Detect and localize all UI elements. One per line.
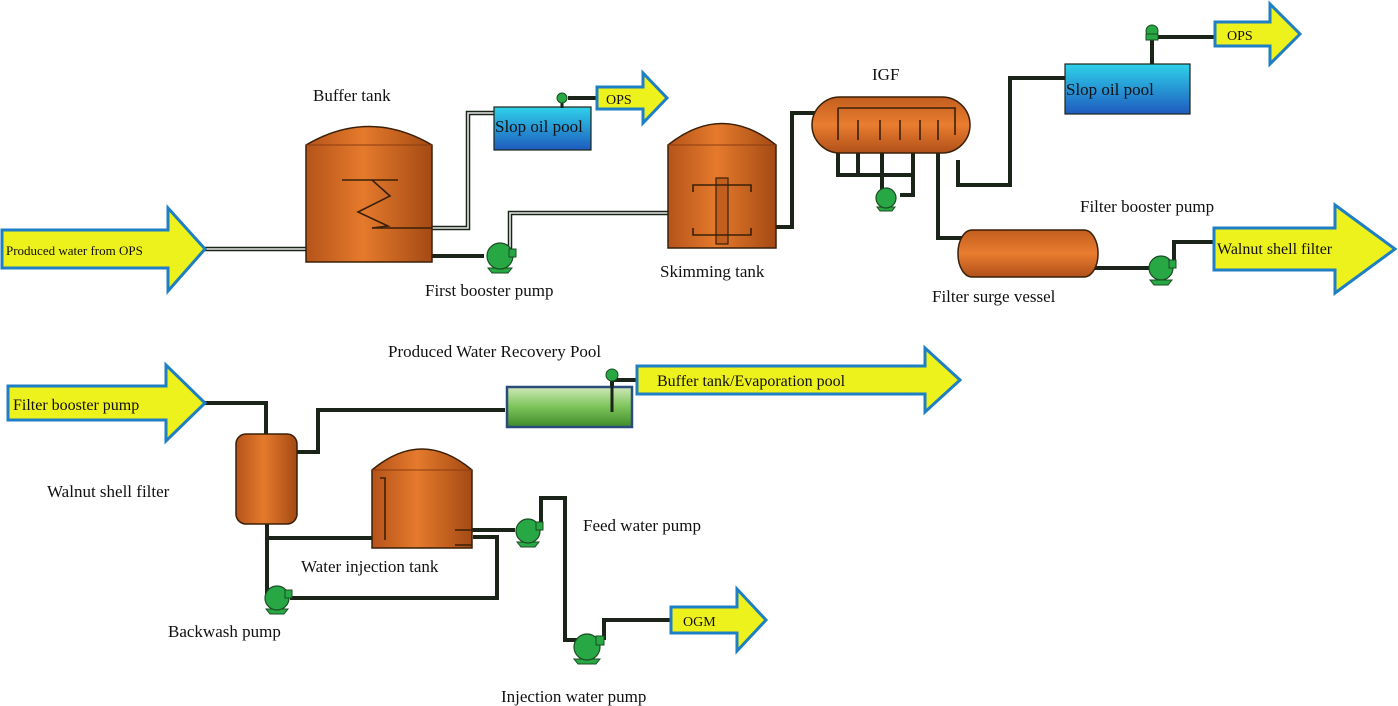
label-filter-booster-pump: Filter booster pump [1080, 197, 1214, 216]
label-first-booster-pump: First booster pump [425, 281, 553, 300]
filter-booster-pump [1148, 255, 1177, 286]
arrow-ogm: OGM [669, 585, 769, 655]
feed-water-pump [515, 518, 544, 548]
label-slop-oil-pool-1: Slop oil pool [495, 117, 583, 136]
label-igf: IGF [872, 65, 899, 84]
arrow-label: OPS [1227, 29, 1253, 44]
arrow-walnut-shell-filter: Walnut shell filter [1212, 202, 1398, 296]
slop-oil-pool-1: Slop oil pool [493, 92, 592, 151]
arrow-filter-booster-pump: Filter booster pump [6, 361, 208, 445]
label-injection-water-pump: Injection water pump [501, 687, 646, 706]
label-slop-oil-pool-2: Slop oil pool [1066, 80, 1154, 99]
label-walnut-shell-filter: Walnut shell filter [47, 482, 170, 501]
label-produced-water-recovery-pool: Produced Water Recovery Pool [388, 342, 601, 361]
first-booster-pump [486, 242, 517, 274]
arrow-label: OPS [606, 93, 632, 108]
arrow-label: Walnut shell filter [1217, 241, 1333, 258]
arrow-ops-2: OPS [1213, 0, 1303, 68]
produced-water-recovery-pool [505, 368, 634, 429]
igf-pump [875, 187, 897, 212]
injection-water-pump [572, 633, 605, 665]
walnut-shell-filter [235, 433, 298, 525]
arrow-buffer-tank-evaporation-pool: Buffer tank/Evaporation pool [635, 344, 963, 416]
label-skimming-tank: Skimming tank [660, 262, 765, 281]
arrow-label: Buffer tank/Evaporation pool [657, 373, 846, 390]
water-injection-tank [371, 448, 473, 549]
arrow-produced-water-from-ops: Produced water from OPS [0, 204, 208, 295]
skimming-tank [667, 122, 777, 249]
arrow-label: Filter booster pump [13, 397, 139, 414]
label-filter-surge-vessel: Filter surge vessel [932, 287, 1056, 306]
buffer-tank [305, 125, 433, 263]
label-backwash-pump: Backwash pump [168, 622, 281, 641]
arrow-label: Produced water from OPS [6, 243, 143, 258]
igf-vessel [811, 96, 971, 154]
label-buffer-tank: Buffer tank [313, 86, 391, 105]
label-water-injection-tank: Water injection tank [301, 557, 439, 576]
filter-surge-vessel [957, 229, 1099, 278]
arrow-label: OGM [683, 615, 716, 630]
backwash-pump [264, 585, 293, 615]
slop-oil-pool-2: Slop oil pool [1064, 24, 1191, 115]
arrow-ops-1: OPS [595, 69, 670, 127]
label-feed-water-pump: Feed water pump [583, 516, 701, 535]
